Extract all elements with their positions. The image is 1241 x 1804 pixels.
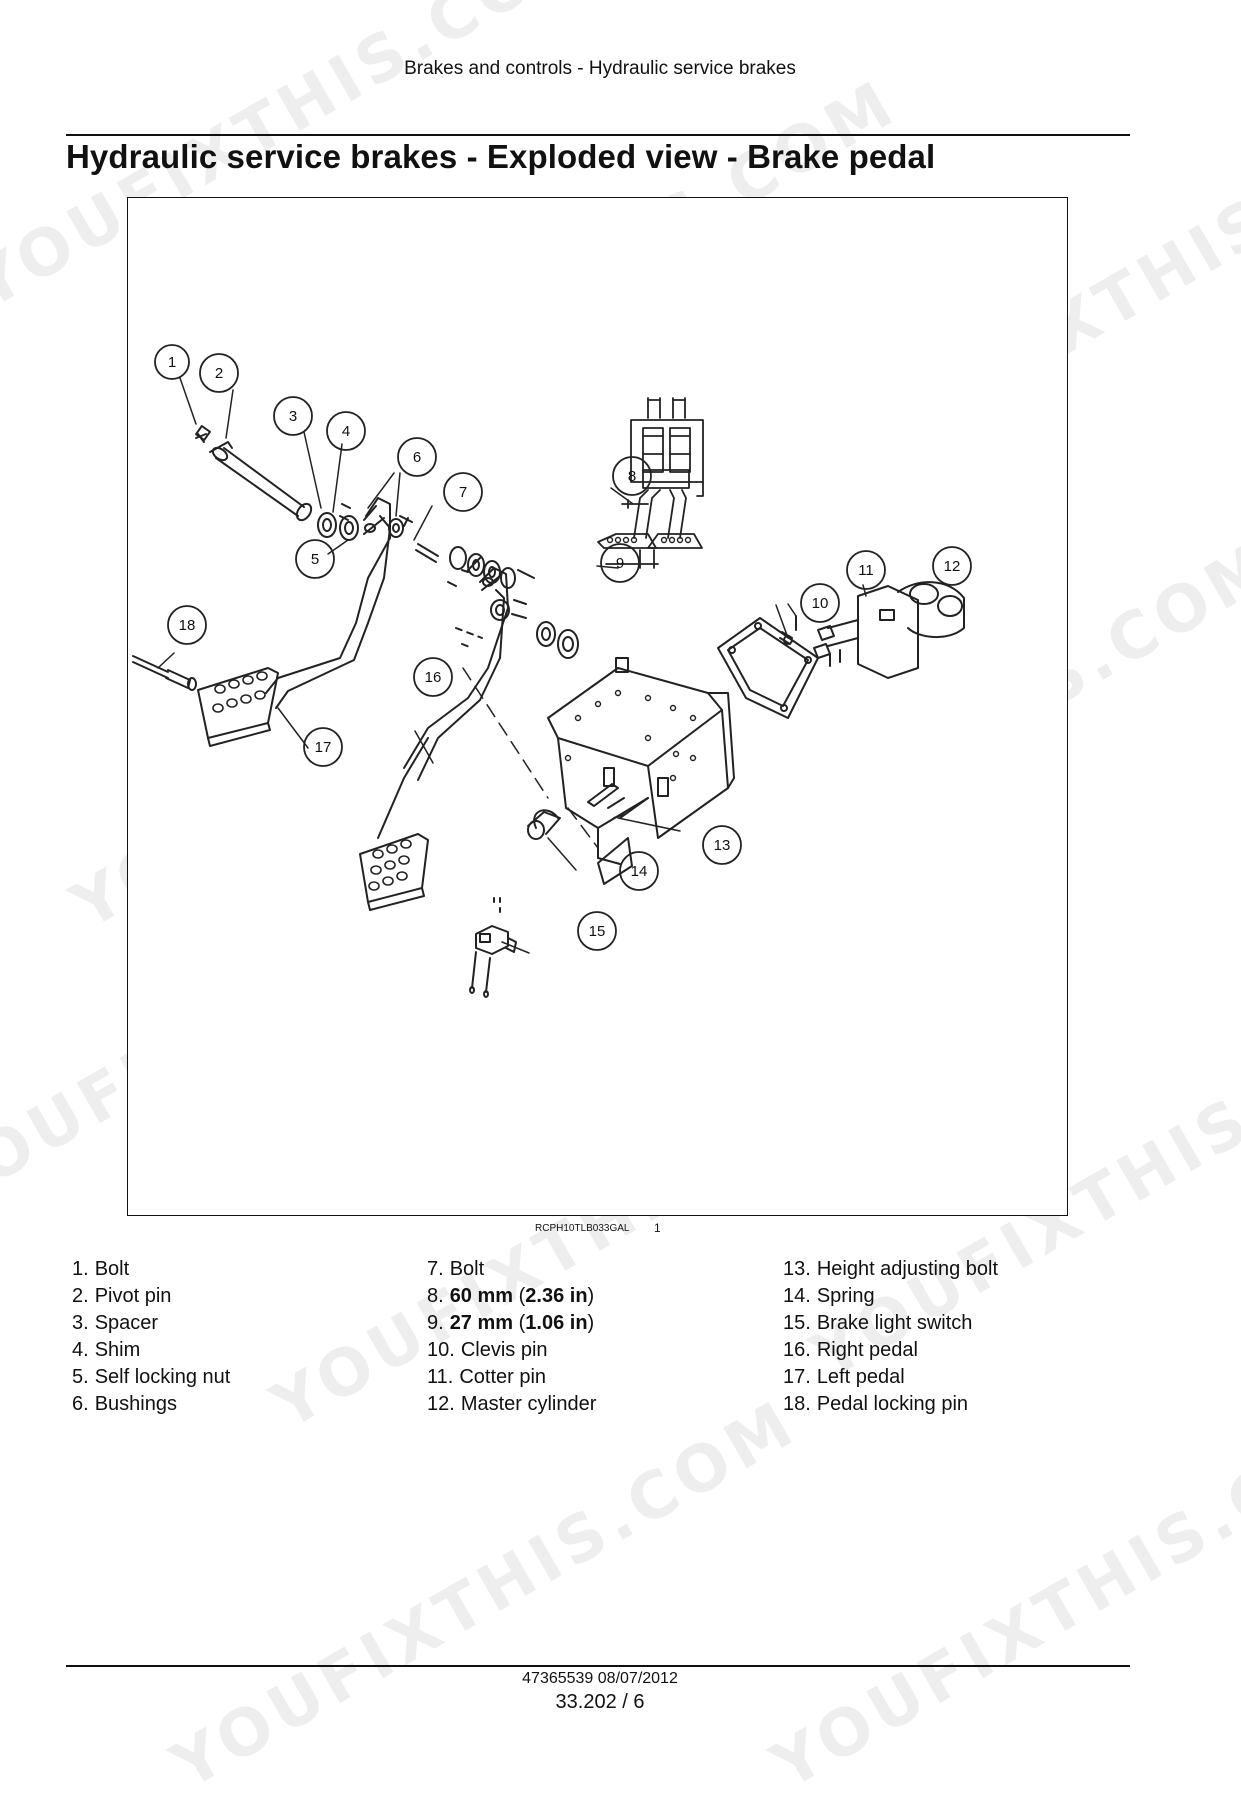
figure-number: 1 <box>654 1221 661 1235</box>
header-rule <box>66 134 1130 136</box>
legend-item: 15.Brake light switch <box>783 1312 973 1334</box>
legend-item: 7.Bolt <box>427 1258 485 1280</box>
pedal-bracket <box>547 657 735 885</box>
legend-item: 10.Clevis pin <box>427 1339 548 1361</box>
callout-18: 18 <box>179 617 196 634</box>
callout-leaders <box>157 377 867 954</box>
legend-item: 9.27 mm (1.06 in) <box>427 1312 595 1334</box>
legend-item: 16.Right pedal <box>783 1339 918 1361</box>
callout-4: 4 <box>342 423 350 440</box>
callout-17: 17 <box>315 739 332 756</box>
legend-column-3: 13.Height adjusting bolt 14.Spring 15.Br… <box>783 1256 998 1418</box>
callout-7: 7 <box>459 484 467 501</box>
left-pedal <box>197 497 391 747</box>
footer-document-reference: 47365539 08/07/2012 <box>522 1670 678 1687</box>
exploded-view-figure: 1 2 3 4 5 6 7 8 9 10 11 12 13 14 15 16 1… <box>127 197 1068 1216</box>
page-title: Hydraulic service brakes - Exploded view… <box>66 138 936 175</box>
watermark: YOUFIXTHIS.COM <box>160 1386 810 1804</box>
legend-item: 1.Bolt <box>72 1258 130 1280</box>
callout-3: 3 <box>289 408 297 425</box>
legend-item: 14.Spring <box>783 1285 875 1307</box>
brake-light-switch <box>469 897 517 998</box>
callout-11: 11 <box>858 562 874 579</box>
legend-item: 11.Cotter pin <box>427 1366 547 1388</box>
legend-item: 6.Bushings <box>72 1393 177 1415</box>
right-pedal-pin <box>455 621 579 659</box>
callout-15: 15 <box>589 923 606 940</box>
legend-item: 17.Left pedal <box>783 1366 905 1388</box>
right-pedal <box>359 567 527 911</box>
callout-2: 2 <box>215 365 223 382</box>
footer-page-number: 33.202 / 6 <box>555 1691 645 1713</box>
legend-item: 4.Shim <box>72 1339 141 1361</box>
legend-item: 2.Pivot pin <box>72 1285 172 1307</box>
bushings-and-bolts <box>339 503 535 589</box>
callout-10: 10 <box>812 595 829 612</box>
callout-1: 1 <box>168 354 176 371</box>
clevis-and-cotter-pin <box>779 615 797 645</box>
callout-circles <box>154 344 972 951</box>
legend-item: 3.Spacer <box>72 1312 159 1334</box>
callout-13: 13 <box>714 837 731 854</box>
legend-column-2: 7.Bolt 8.60 mm (2.36 in) 9.27 mm (1.06 i… <box>427 1256 596 1418</box>
legend-item: 5.Self locking nut <box>72 1366 231 1388</box>
figure-code: RCPH10TLB033GAL <box>535 1223 630 1234</box>
running-header: Brakes and controls - Hydraulic service … <box>404 58 796 79</box>
assembly-centerline <box>462 667 599 849</box>
footer-rule <box>66 1665 1130 1667</box>
callout-12: 12 <box>944 558 961 575</box>
callout-9: 9 <box>616 555 624 572</box>
master-cylinder <box>813 581 965 679</box>
legend-item: 8.60 mm (2.36 in) <box>427 1285 595 1307</box>
brake-pedal-diagram: 1 2 3 4 5 6 7 8 9 10 11 12 13 14 15 16 1… <box>132 344 972 998</box>
legend-item: 12.Master cylinder <box>427 1393 597 1415</box>
callout-14: 14 <box>631 863 648 880</box>
spring <box>527 809 561 840</box>
legend-item: 13.Height adjusting bolt <box>783 1258 999 1280</box>
callout-6: 6 <box>413 449 421 466</box>
pivot-pin-assembly <box>195 425 359 541</box>
legend-column-1: 1.Bolt 2.Pivot pin 3.Spacer 4.Shim 5.Sel… <box>72 1256 230 1418</box>
callout-16: 16 <box>425 669 442 686</box>
callout-8: 8 <box>628 468 636 485</box>
callout-5: 5 <box>311 551 319 568</box>
watermark: YOUFIXTHIS.COM <box>760 1386 1241 1804</box>
pedal-locking-pin <box>132 655 197 691</box>
legend-item: 18.Pedal locking pin <box>783 1393 969 1415</box>
mounting-plate <box>717 617 819 719</box>
pedal-dimension-schematic <box>597 397 704 569</box>
